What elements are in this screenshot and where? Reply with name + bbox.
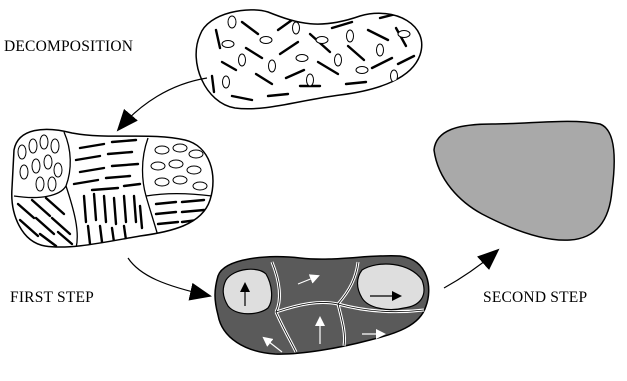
arrow-first-step	[128, 258, 210, 296]
second-step-blob	[434, 121, 614, 240]
second-step-label: SECOND STEP	[483, 289, 587, 307]
arrow-second-step	[444, 250, 498, 288]
arrow-decomposition	[118, 78, 207, 130]
first-step-label: FIRST STEP	[10, 289, 94, 307]
original-domain-blob	[196, 10, 422, 109]
first-step-blob	[215, 256, 429, 354]
decomposition-label: DECOMPOSITION	[4, 38, 133, 56]
decomposed-domain-blob	[12, 129, 213, 248]
